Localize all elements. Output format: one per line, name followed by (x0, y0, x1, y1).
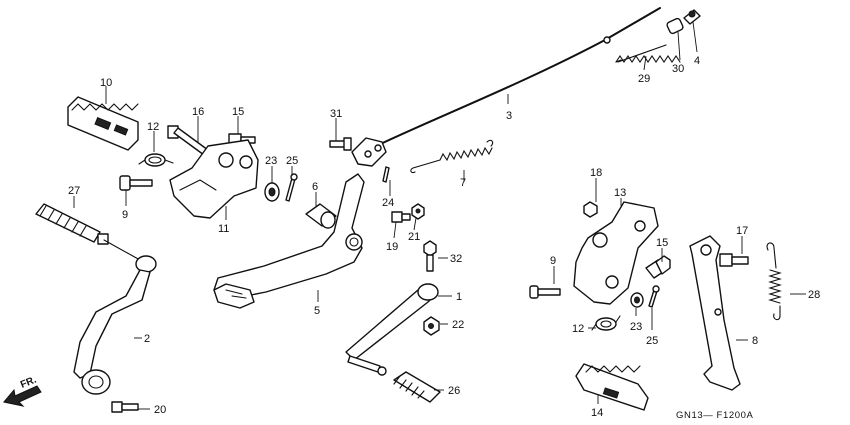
callout-19: 19 (386, 241, 398, 253)
pin-24 (382, 166, 390, 183)
spring-28 (766, 242, 782, 321)
cable-end-bracket (351, 137, 387, 167)
callout-2: 2 (144, 333, 150, 345)
callout-9-left: 9 (122, 209, 128, 221)
callout-13: 13 (614, 187, 626, 199)
callout-9-right: 9 (550, 255, 556, 267)
nut-18 (583, 201, 598, 218)
nut-22 (423, 316, 440, 336)
callout-18: 18 (590, 167, 602, 179)
callout-1: 1 (456, 291, 462, 303)
leader-lines (73, 21, 806, 410)
bolt-19 (391, 211, 411, 223)
callout-28: 28 (808, 289, 820, 301)
spring-7 (410, 139, 494, 174)
callout-12-left: 12 (147, 121, 159, 133)
callout-24: 24 (382, 197, 394, 209)
callout-10: 10 (100, 77, 112, 89)
lever-2 (73, 239, 157, 395)
callout-23-left: 23 (265, 155, 277, 167)
callout-32: 32 (450, 253, 462, 265)
footpeg-14 (575, 363, 649, 411)
washer-23-right (630, 292, 644, 308)
rubber-26 (393, 371, 441, 403)
side-stand-8 (689, 235, 741, 391)
nut-21 (411, 203, 425, 220)
bolt-15-right (645, 255, 671, 279)
callout-labels: 10 12 16 15 31 3 29 30 4 23 25 9 11 6 7 … (68, 55, 820, 419)
callout-6: 6 (312, 181, 318, 193)
arm-1 (345, 283, 439, 376)
callout-27: 27 (68, 185, 80, 197)
callout-17: 17 (736, 225, 748, 237)
front-direction-arrow (3, 385, 42, 407)
cotter-pin-25-left (285, 173, 298, 202)
bracket-13 (573, 201, 659, 305)
callout-29: 29 (638, 73, 650, 85)
brake-pedal-5 (213, 173, 365, 309)
callout-11: 11 (218, 223, 229, 235)
diagram-code: GN13— F1200A (676, 410, 753, 421)
bolt-31 (329, 137, 352, 151)
spring-12-left (138, 153, 174, 167)
callout-7: 7 (460, 177, 466, 189)
callout-31: 31 (330, 108, 342, 120)
callout-14: 14 (591, 407, 603, 419)
callout-22: 22 (452, 319, 464, 331)
callout-16: 16 (192, 106, 204, 118)
bushing-6 (305, 203, 337, 229)
pin-9-left (119, 175, 153, 191)
bracket-11 (169, 139, 259, 219)
callout-15-right: 15 (656, 237, 668, 249)
callout-25-right: 25 (646, 335, 658, 347)
rubber-27 (35, 203, 109, 245)
pin-4 (683, 9, 701, 25)
callout-4: 4 (694, 55, 700, 67)
cable-3 (371, 7, 661, 149)
callout-23-right: 23 (630, 321, 642, 333)
collar-30 (666, 17, 684, 35)
bolt-32 (423, 240, 437, 272)
footpeg-10 (67, 96, 139, 151)
callout-20: 20 (154, 404, 166, 416)
bolt-16 (167, 125, 209, 156)
pin-9-right (529, 285, 561, 299)
callout-12-right: 12 (572, 323, 584, 335)
callout-25-left: 25 (286, 155, 298, 167)
spring-12-right (591, 315, 621, 331)
washer-23-left (264, 182, 280, 202)
bolt-20 (111, 401, 139, 413)
cotter-pin-25-right (648, 285, 660, 308)
callout-21: 21 (408, 231, 420, 243)
callout-5: 5 (314, 305, 320, 317)
callout-3: 3 (506, 110, 512, 122)
callout-26: 26 (448, 385, 460, 397)
callout-8: 8 (752, 335, 758, 347)
callout-15-upper: 15 (232, 106, 244, 118)
callout-30: 30 (672, 63, 684, 75)
spring-29 (615, 44, 681, 63)
bolt-17 (719, 253, 749, 267)
